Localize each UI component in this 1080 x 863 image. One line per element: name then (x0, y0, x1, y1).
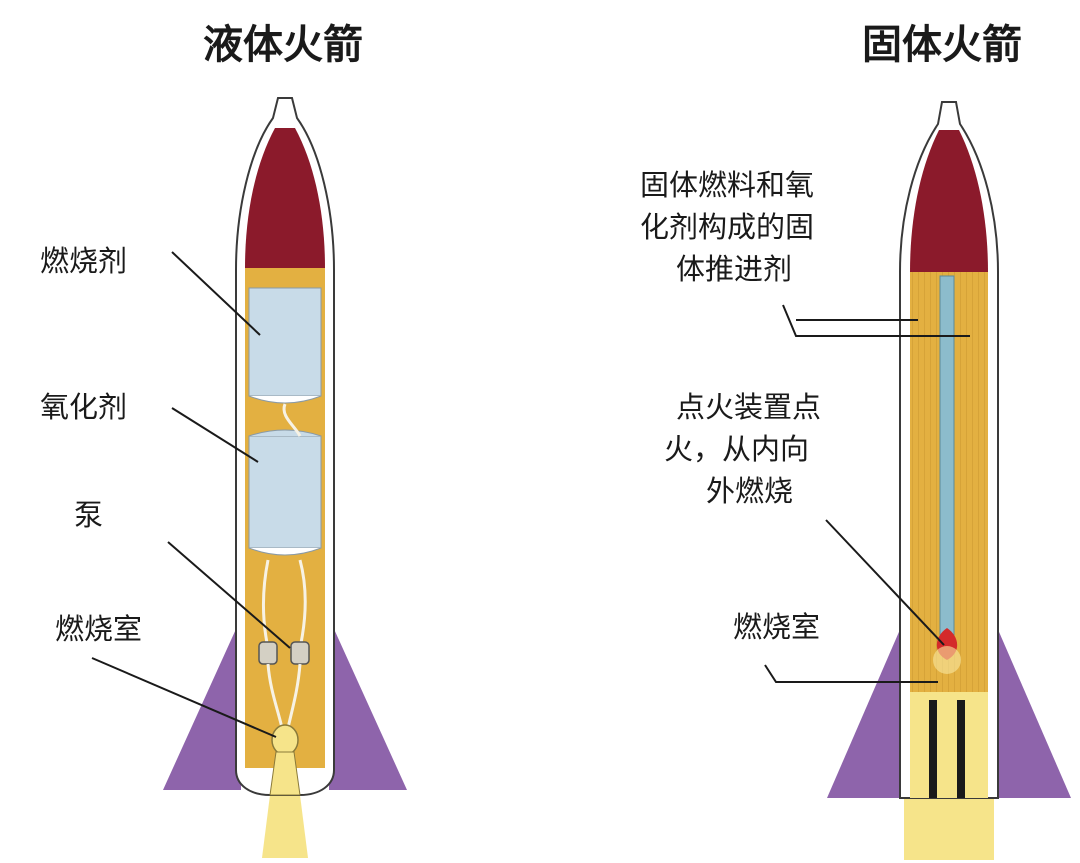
leader-ignition (825, 519, 945, 646)
label-liquid-chamber: 燃烧室 (55, 612, 143, 646)
leader-solid-chamber (764, 664, 938, 683)
solid-exhaust-flame (904, 798, 994, 860)
solid-leader-lines (764, 304, 970, 683)
solid-rocket (827, 101, 1071, 860)
pump-right (290, 641, 310, 665)
label-ignition-1: 点火装置点 (676, 390, 822, 424)
leader-pump (167, 541, 291, 649)
solid-lower-chamber (910, 692, 988, 798)
liquid-combustion-chamber (271, 724, 299, 756)
leader-oxidizer (171, 407, 259, 463)
liquid-left-fin (163, 618, 241, 790)
label-propellant-3: 体推进剂 (676, 252, 793, 286)
label-oxidizer: 氧化剂 (40, 390, 128, 424)
solid-left-fin (827, 618, 905, 798)
leader-propellant (782, 304, 970, 337)
liquid-leader-lines (91, 251, 291, 738)
label-solid-chamber: 燃烧室 (733, 610, 821, 644)
oxidizer-tank (248, 435, 322, 549)
solid-nose-cone (910, 130, 988, 272)
label-ignition-3: 外燃烧 (706, 474, 794, 508)
label-pump: 泵 (74, 498, 104, 532)
label-propellant-2: 化剂构成的固 (640, 210, 815, 244)
label-propellant-1: 固体燃料和氧 (640, 168, 815, 202)
solid-right-fin (993, 618, 1071, 798)
liquid-exhaust-flame (262, 795, 308, 858)
leader-fuel (171, 251, 261, 336)
central-bore (939, 275, 955, 637)
fuel-tank (248, 287, 322, 397)
pump-left (258, 641, 278, 665)
liquid-rocket-title: 液体火箭 (203, 22, 363, 68)
nozzle-slot-right (957, 700, 965, 798)
label-fuel: 燃烧剂 (40, 244, 128, 278)
liquid-rocket (163, 97, 407, 858)
liquid-right-fin (329, 618, 407, 790)
label-ignition-2: 火，从内向 (664, 432, 810, 466)
solid-rocket-title: 固体火箭 (862, 22, 1022, 68)
nozzle-slot-left (929, 700, 937, 798)
leader-chamber (91, 657, 277, 738)
liquid-nose-cone (245, 128, 325, 268)
